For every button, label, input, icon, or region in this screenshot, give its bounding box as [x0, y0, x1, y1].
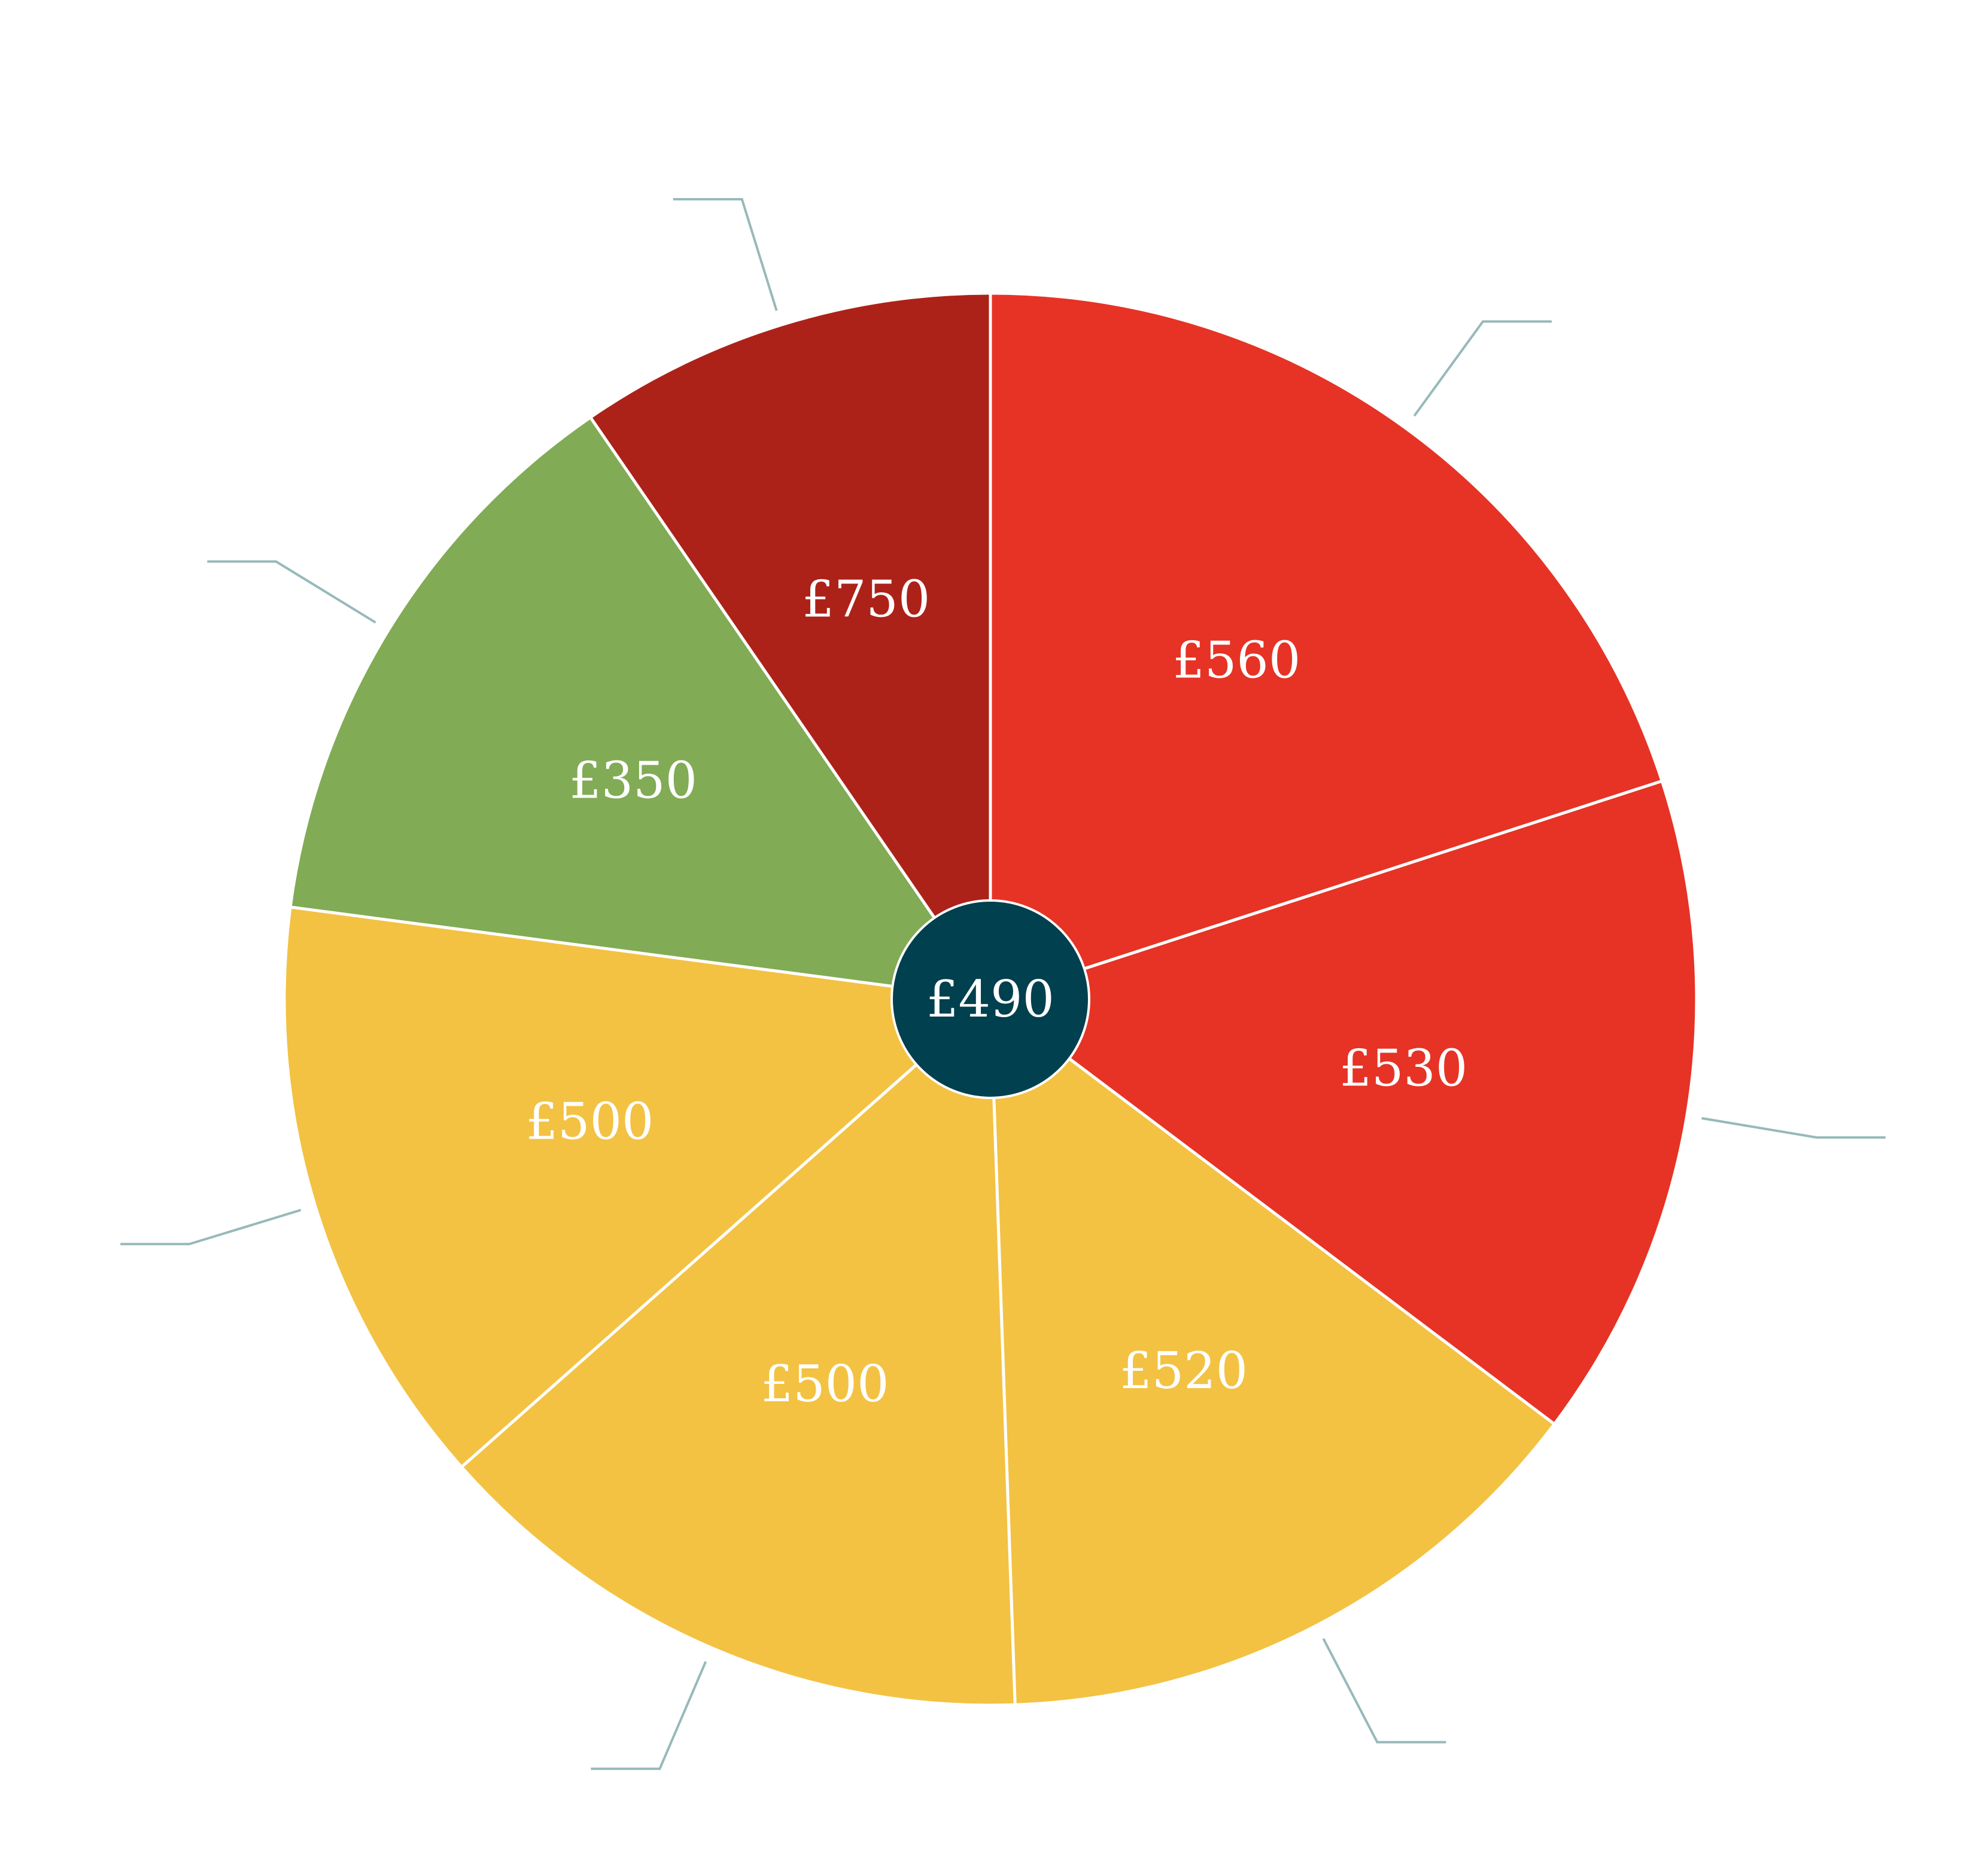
leader-line-5	[120, 1209, 302, 1246]
pie-slices	[282, 291, 1698, 1707]
pie-slice-5	[282, 905, 994, 1469]
leader-line-1	[1413, 320, 1552, 417]
slice-label-7: £750	[803, 570, 931, 629]
pie-slice-2	[987, 779, 1698, 1426]
slice-labels: £560 £530 £520 £500 £500 £350 £750	[526, 570, 1468, 1414]
slice-label-4: £500	[761, 1355, 889, 1413]
leader-line-3	[1322, 1638, 1446, 1744]
center-average-label: £490	[926, 970, 1054, 1029]
pie-slice-6	[288, 415, 994, 1002]
leader-line-7	[673, 198, 778, 311]
pie-slice-1	[989, 291, 1664, 1002]
slice-label-5: £500	[526, 1093, 654, 1151]
pie-slice-3	[989, 996, 1557, 1706]
leader-line-2	[1701, 1116, 1886, 1139]
pie-slice-4	[459, 996, 1017, 1707]
pie-slice-7	[588, 291, 992, 1005]
slice-label-1: £560	[1173, 631, 1301, 690]
leader-line-6	[207, 560, 376, 624]
center-average-disc	[890, 899, 1090, 1099]
leader-line-4	[591, 1661, 707, 1770]
leader-lines	[120, 198, 1886, 1770]
slice-label-2: £530	[1340, 1039, 1468, 1098]
slice-label-6: £350	[569, 751, 697, 810]
slice-label-3: £520	[1120, 1341, 1248, 1400]
